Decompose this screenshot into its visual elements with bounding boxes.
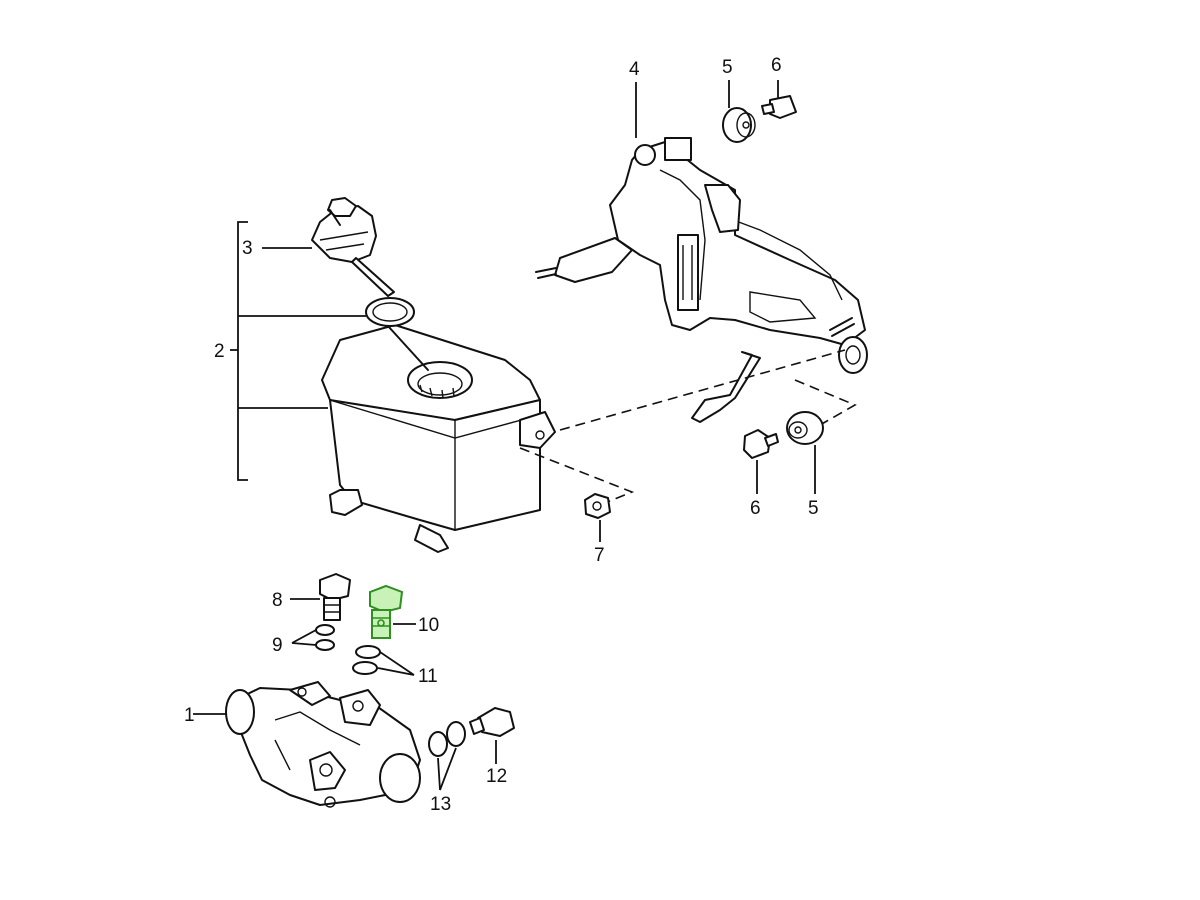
callout-3: 3 [242, 238, 253, 259]
washers-9 [315, 624, 335, 651]
callout-6-lower: 6 [750, 498, 761, 519]
callout-4: 4 [629, 59, 640, 80]
callout-leaders [193, 80, 816, 791]
callout-8: 8 [272, 590, 283, 611]
callout-5-lower: 5 [808, 498, 819, 519]
reservoir-cap [311, 197, 395, 297]
callout-9: 9 [272, 635, 283, 656]
bolt-upper [761, 95, 797, 119]
washers-11 [352, 645, 381, 675]
callout-1: 1 [184, 705, 195, 726]
callout-10[interactable]: 10 [418, 615, 439, 636]
grommet-upper [722, 107, 756, 143]
callout-5-upper: 5 [722, 57, 733, 78]
callout-13: 13 [430, 794, 451, 815]
fluid-reservoir [321, 324, 556, 553]
plug-screw [469, 707, 515, 737]
callout-11: 11 [418, 666, 438, 687]
sealing-rings [428, 721, 466, 757]
bolt-lower [743, 429, 779, 459]
callout-12: 12 [486, 766, 507, 787]
mounting-bracket [535, 137, 868, 423]
callout-6-upper: 6 [771, 55, 782, 76]
o-ring [365, 297, 415, 327]
assembly-lines [329, 209, 857, 506]
callout-2: 2 [214, 341, 225, 362]
callout-labels: 1 2 3 4 5 6 5 6 7 8 9 10 11 12 13 [184, 55, 819, 815]
banjo-bolt [319, 573, 351, 621]
banjo-bolt-highlighted[interactable] [369, 584, 404, 639]
pump-body [225, 681, 421, 808]
grommet-lower [786, 411, 824, 445]
nut [584, 493, 611, 519]
callout-7: 7 [594, 545, 605, 566]
